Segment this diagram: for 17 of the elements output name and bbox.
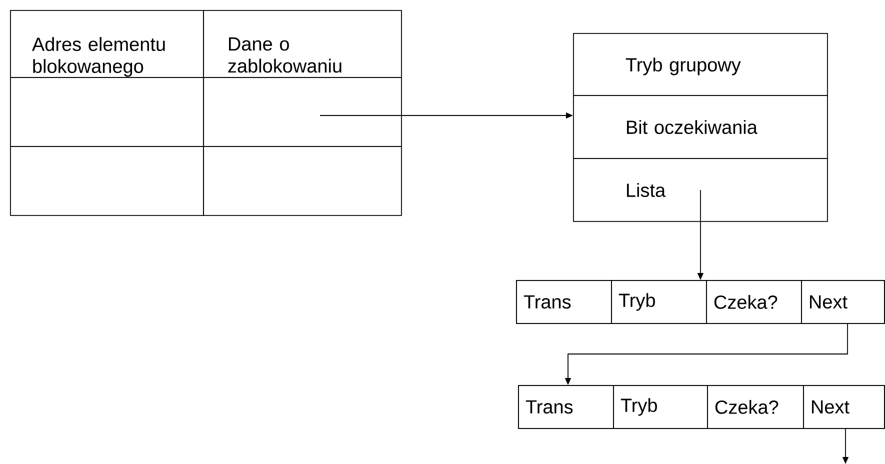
empty-cell: [203, 77, 402, 147]
cell: Trans: [518, 385, 614, 429]
cell: Trans: [516, 280, 612, 324]
field-row: Bit oczekiwania: [573, 95, 828, 159]
empty-cell: [203, 146, 402, 216]
empty-cell: [10, 146, 204, 216]
empty-cell: [10, 77, 204, 147]
cell: Next: [801, 280, 885, 324]
cell: Czeka?: [706, 280, 802, 324]
cell: Tryb: [611, 280, 707, 324]
cell: Next: [803, 385, 885, 429]
field-row: Tryb grupowy: [573, 33, 828, 96]
cell: Dane o zablokowaniu: [203, 10, 402, 78]
cell: Czeka?: [707, 385, 804, 429]
field-row: Lista: [573, 158, 828, 222]
cell: Adres elementu blokowanego: [10, 10, 204, 78]
cell: Tryb: [613, 385, 708, 429]
